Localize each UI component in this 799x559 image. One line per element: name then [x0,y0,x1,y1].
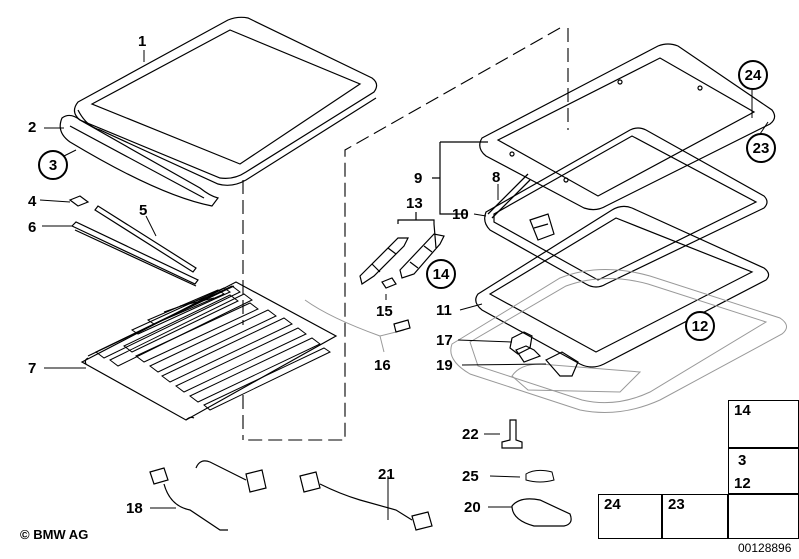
label-part-1: 1 [138,33,147,50]
label-part-21: 21 [378,466,395,483]
label-part-14-circled: 14 [426,259,456,289]
wiring-21 [299,471,433,531]
label-part-7: 7 [28,360,37,377]
handle-20 [511,498,572,527]
label-part-24-circled: 24 [738,60,768,90]
label-part-15: 15 [376,303,393,320]
label-part-8: 8 [492,169,501,186]
guide-strips [68,195,199,287]
small-parts-17-19 [509,331,579,377]
label-part-9: 9 [414,170,423,187]
leader-lines [39,50,769,520]
clip-22 [501,419,523,449]
label-part-6: 6 [28,219,37,236]
label-part-16: 16 [374,357,391,374]
roof-outline [450,269,787,413]
dashed-guides [242,27,569,441]
legend-box-3-12 [728,448,799,494]
label-part-2: 2 [28,119,37,136]
label-part-22: 22 [462,426,479,443]
bracket-9 [432,141,488,215]
pad-25 [525,469,555,483]
wiring-18 [149,460,267,531]
label-part-20: 20 [464,499,481,516]
blind-slats [95,285,332,411]
seal-frame [484,127,768,288]
legend-label-12: 12 [734,475,751,492]
document-number: 00128896 [738,541,792,555]
label-part-18: 18 [126,500,143,517]
cable-16 [304,299,405,353]
sun-blind [80,281,338,421]
label-part-4: 4 [28,193,37,210]
label-part-13: 13 [406,195,423,212]
label-part-5: 5 [139,202,148,219]
legend-box-arrow [728,494,799,539]
legend-label-3: 3 [738,452,747,469]
guide-mechanism [359,233,445,289]
bracket-13 [397,212,437,249]
legend-box-24 [598,494,662,539]
legend-box-23 [662,494,728,539]
label-part-19: 19 [436,357,453,374]
label-part-3-circled: 3 [38,150,68,180]
label-part-25: 25 [462,468,479,485]
clip-16 [393,319,411,333]
copyright-text: © BMW AG [20,527,89,542]
glass-lid [73,16,378,186]
frame-lower [475,205,770,368]
legend-label-14: 14 [734,402,751,419]
legend-label-24: 24 [604,496,621,513]
label-part-23-circled: 23 [746,133,776,163]
label-part-12-circled: 12 [685,311,715,341]
frame-upper [479,43,776,211]
label-part-11: 11 [436,302,452,319]
label-part-10: 10 [452,206,469,223]
wind-deflector [59,114,220,207]
label-part-17: 17 [436,332,453,349]
legend-label-23: 23 [668,496,685,513]
